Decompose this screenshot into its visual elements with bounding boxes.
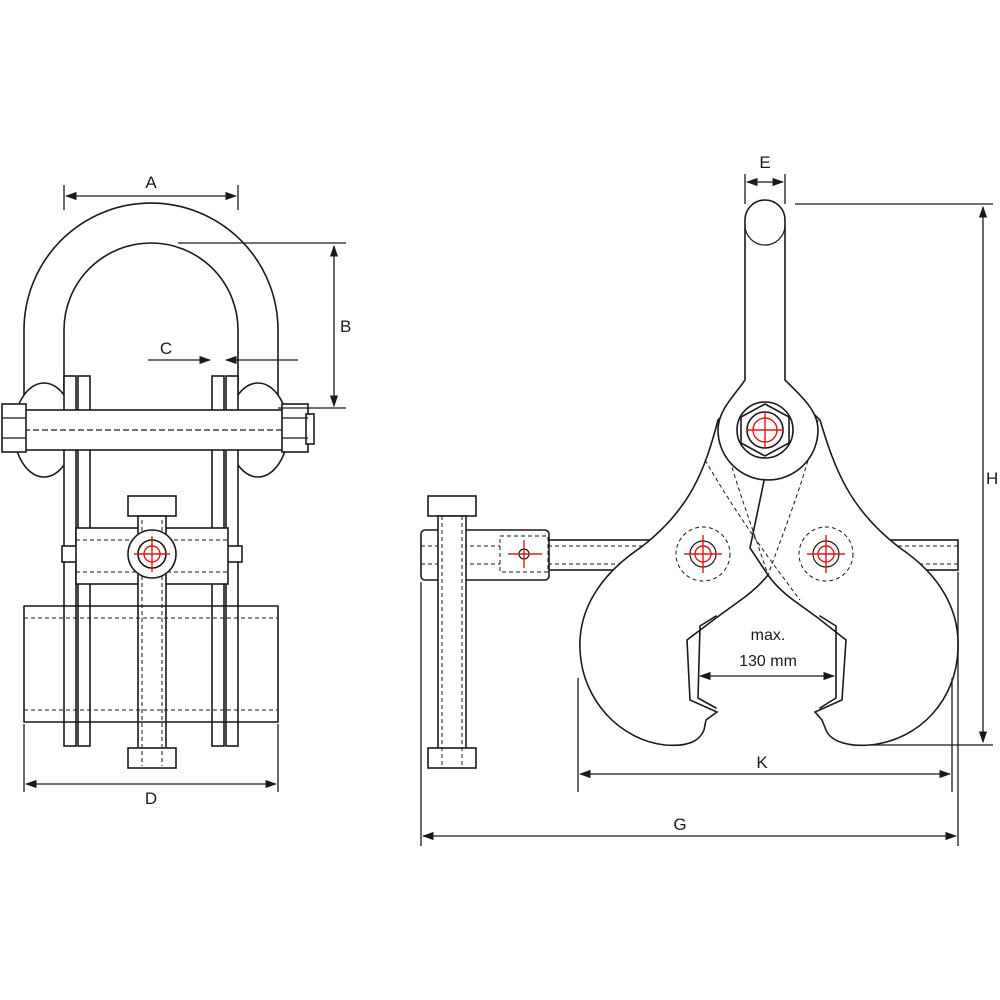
dimension-label-e: E: [759, 153, 770, 172]
dimension-d: D: [23, 724, 279, 808]
pivot-pin-right: [798, 526, 854, 582]
dimension-label-h: H: [986, 469, 998, 488]
dimension-h: H: [795, 203, 998, 746]
right-jaw: [749, 383, 959, 747]
pin-nut-right: [281, 403, 309, 453]
jaw-opening-dimension: max. 130 mm: [698, 627, 836, 681]
dimension-label-c: C: [160, 339, 172, 358]
dimension-g: G: [420, 572, 959, 846]
dimension-label-d: D: [145, 789, 157, 808]
dimension-b: B: [178, 242, 351, 409]
side-clamp-screw: [427, 495, 477, 769]
front-view: A B C D: [1, 173, 351, 808]
lifting-eye: [717, 199, 819, 481]
dimension-e: E: [744, 153, 786, 204]
clamp-screw: [127, 495, 177, 769]
shackle-pin: [1, 403, 315, 453]
dimension-a: A: [63, 173, 239, 210]
dimension-label-k: K: [756, 753, 768, 772]
dimension-label-b: B: [340, 317, 351, 336]
jaw-note-max: max.: [751, 627, 786, 644]
jaw-note-value: 130 mm: [739, 653, 797, 670]
pivot-pin-left: [675, 526, 731, 582]
side-view: E H K G max. 130 mm: [420, 153, 998, 846]
dimension-c: C: [148, 339, 298, 365]
hex-nut: [740, 403, 790, 457]
dimension-k: K: [577, 678, 953, 792]
dimension-label-a: A: [145, 173, 157, 192]
dimension-label-g: G: [673, 815, 686, 834]
shackle-bow: [23, 202, 279, 401]
pin-head-left: [1, 403, 27, 453]
jaw-lips: [697, 615, 837, 709]
beam-section: [23, 605, 279, 723]
